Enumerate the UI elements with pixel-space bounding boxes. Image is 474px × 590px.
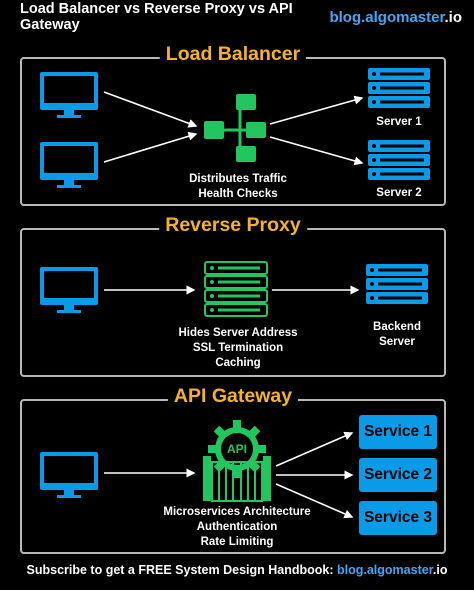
lb-caption: Distributes Traffic Health Checks <box>168 172 308 202</box>
client-monitor-4-icon <box>40 452 98 498</box>
footer-text: Subscribe to get a FREE System Design Ha… <box>26 563 337 577</box>
footer: Subscribe to get a FREE System Design Ha… <box>0 563 474 577</box>
page-title: Load Balancer vs Reverse Proxy vs API Ga… <box>20 1 293 33</box>
api-gateway-section: API Gateway <box>20 385 446 554</box>
rp-caption-line3: Caching <box>215 357 261 369</box>
load-balancer-section: Load Balancer <box>20 43 446 206</box>
service-1-box: Service 1 <box>359 415 437 449</box>
brand-main: algomaster <box>365 8 445 26</box>
load-balancer-title: Load Balancer <box>159 43 307 66</box>
api-caption-line3: Rate Limiting <box>200 536 274 548</box>
api-gateway-title: API Gateway <box>167 385 299 408</box>
server-2-icon <box>368 140 430 180</box>
arrow-gateway-to-service3 <box>275 483 354 519</box>
backend-label-line1: Backend <box>373 321 421 333</box>
server-2-label: Server 2 <box>376 187 422 199</box>
brand-prefix: blog. <box>329 8 366 26</box>
arrow-client2-to-lb <box>103 131 198 163</box>
backend-server-icon <box>366 264 428 304</box>
lb-caption-line1: Distributes Traffic <box>189 173 287 185</box>
footer-brand-suffix[interactable]: .io <box>432 563 448 577</box>
lb-caption-line2: Health Checks <box>198 188 278 200</box>
backend-label-line2: Server <box>379 336 415 348</box>
client-monitor-1-icon <box>40 72 98 118</box>
api-icon-text: API <box>226 442 247 456</box>
server-1-icon <box>368 68 430 108</box>
client-monitor-2-icon <box>40 142 98 188</box>
api-caption-line2: Authentication <box>196 521 278 533</box>
arrow-gateway-to-service1 <box>275 431 354 467</box>
arrow-lb-to-server1 <box>269 95 364 125</box>
service-3-box: Service 3 <box>359 501 437 535</box>
arrow-lb-to-server2 <box>269 136 364 166</box>
api-gateway-icon <box>203 420 271 502</box>
rp-caption-line1: Hides Server Address <box>178 327 298 339</box>
header: Load Balancer vs Reverse Proxy vs API Ga… <box>0 1 474 33</box>
brand-suffix: .io <box>444 8 463 26</box>
reverse-proxy-server-icon <box>204 261 268 317</box>
service-2-box: Service 2 <box>359 458 437 492</box>
arrow-client1-to-lb <box>103 91 198 128</box>
api-caption-line1: Microservices Architecture <box>163 506 311 518</box>
brand-link[interactable]: blog.algomaster.io <box>329 9 462 26</box>
client-monitor-3-icon <box>40 267 98 313</box>
rp-caption-line2: SSL Termination <box>192 342 284 354</box>
load-balancer-icon <box>204 94 266 162</box>
backend-server-label: Backend Server <box>357 320 437 350</box>
footer-brand-main[interactable]: algomaster <box>366 563 433 577</box>
api-caption: Microservices Architecture Authenticatio… <box>147 505 327 550</box>
reverse-proxy-title: Reverse Proxy <box>159 214 307 237</box>
rp-caption: Hides Server Address SSL Termination Cac… <box>158 326 318 371</box>
reverse-proxy-section: Reverse Proxy <box>20 214 446 377</box>
footer-brand-prefix[interactable]: blog. <box>337 563 367 577</box>
server-1-label: Server 1 <box>376 116 422 128</box>
